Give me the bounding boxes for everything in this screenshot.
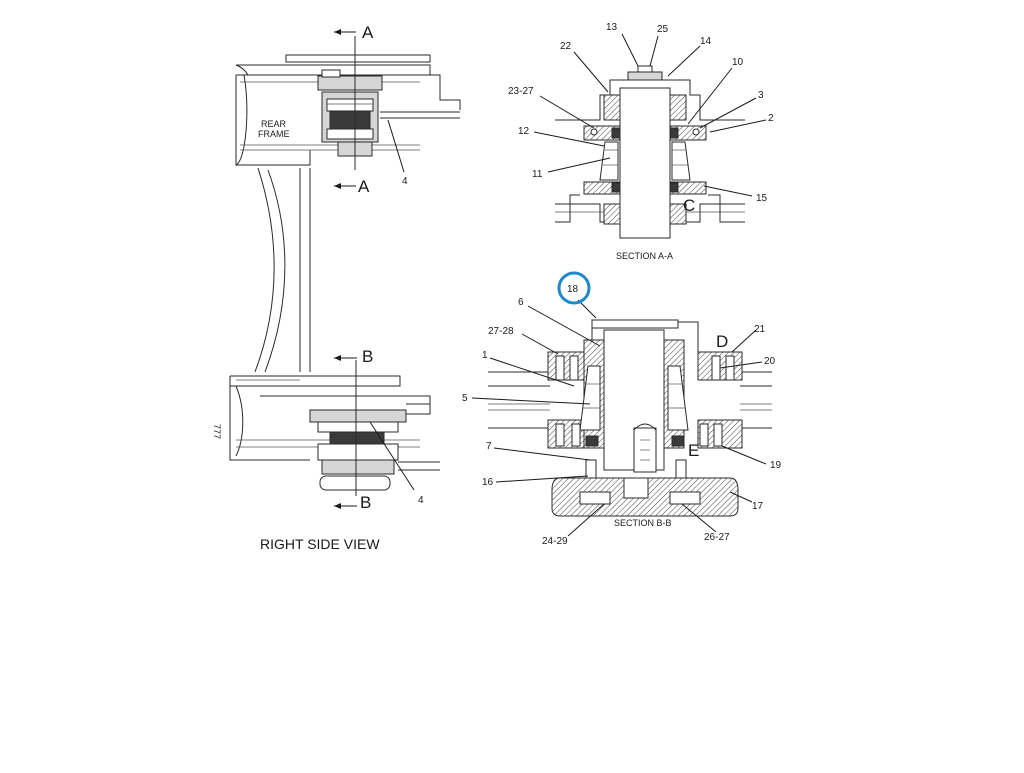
section-mark-b-top: B [362, 347, 373, 366]
callout-19: 19 [770, 460, 782, 471]
callout-4-upper: 4 [402, 176, 408, 187]
callout-26-27: 26-27 [704, 532, 730, 543]
callout-6: 6 [518, 297, 524, 308]
callout-11: 11 [532, 169, 543, 180]
callout-3: 3 [758, 90, 764, 101]
right-side-view: A A REAR FRAME 4 [212, 23, 461, 552]
section-b-b-caption: SECTION B-B [614, 518, 672, 528]
right-side-view-title: RIGHT SIDE VIEW [260, 536, 380, 552]
callout-12: 12 [518, 126, 530, 137]
section-a-a-caption: SECTION A-A [616, 251, 673, 261]
detail-letter-c: C [683, 196, 695, 215]
callout-23-27: 23-27 [508, 86, 534, 97]
highlight-circle-18 [557, 271, 591, 305]
callout-5: 5 [462, 393, 468, 404]
cap-plate-a [627, 71, 663, 81]
section-mark-a-top: A [362, 23, 374, 42]
callout-1: 1 [482, 350, 488, 361]
pin-a [619, 87, 671, 239]
callout-17: 17 [752, 501, 764, 512]
frame-marker-text: 777 [212, 424, 222, 439]
rear-frame-lower [229, 355, 440, 509]
callout-25: 25 [657, 24, 669, 35]
callout-27-28: 27-28 [488, 326, 514, 337]
cap-plate-18 [591, 319, 679, 329]
detail-letter-e: E [688, 441, 699, 460]
detail-letter-d: D [716, 332, 728, 351]
callout-22: 22 [560, 41, 572, 52]
callout-13: 13 [606, 22, 618, 33]
bolt-head-a [637, 65, 653, 73]
section-b-b [471, 271, 772, 537]
callout-24-29: 24-29 [542, 536, 568, 547]
callout-18: 18 [567, 284, 579, 295]
callout-7: 7 [486, 441, 492, 452]
frame-label-line2: FRAME [258, 129, 290, 139]
callout-20: 20 [764, 356, 776, 367]
frame-label-line1: REAR [261, 119, 287, 129]
section-a-a [533, 33, 767, 239]
rear-frame-upper [235, 29, 461, 189]
rear-frame-arm [254, 167, 311, 373]
callout-21: 21 [754, 324, 766, 335]
section-mark-b-bottom: B [360, 493, 371, 512]
callout-15: 15 [756, 193, 768, 204]
callout-10: 10 [732, 57, 744, 68]
callout-14: 14 [700, 36, 712, 47]
section-mark-a-bottom: A [358, 177, 370, 196]
callout-16: 16 [482, 477, 494, 488]
callout-2: 2 [768, 113, 774, 124]
callout-4-lower: 4 [418, 495, 424, 506]
